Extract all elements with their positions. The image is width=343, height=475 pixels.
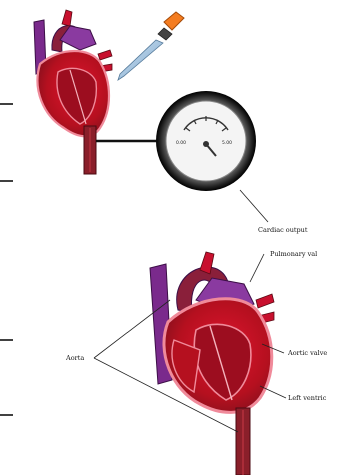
pulmonary-valve-label: Pulmonary val bbox=[270, 250, 317, 258]
aortic-valve-label: Aortic valve bbox=[287, 349, 327, 357]
gauge-left-scale: 0.00 bbox=[176, 140, 186, 146]
left-edge-ticks bbox=[0, 104, 13, 415]
gauge-right-scale: 5.00 bbox=[222, 140, 232, 146]
top-vessel-stub-1 bbox=[62, 10, 72, 26]
gauge-icon: 0.00 5.00 bbox=[156, 91, 256, 191]
top-vessel-stub-2 bbox=[98, 50, 112, 60]
cardiac-output-label: Cardiac output bbox=[258, 226, 308, 234]
gauge-hub bbox=[203, 141, 209, 147]
pipette-collar bbox=[158, 28, 172, 40]
pipette-icon bbox=[118, 12, 184, 80]
top-heart-icon bbox=[34, 10, 112, 174]
leader-pulmonary bbox=[250, 254, 264, 282]
pipette-bulb bbox=[164, 12, 184, 30]
bottom-vessel-stub-2 bbox=[256, 294, 274, 308]
caption-leader bbox=[240, 190, 268, 222]
bottom-heart-icon bbox=[150, 252, 274, 475]
left-ventricle-label: Left ventric bbox=[288, 394, 327, 402]
aorta-label: Aorta bbox=[65, 354, 84, 362]
pipette-glass bbox=[118, 40, 163, 80]
